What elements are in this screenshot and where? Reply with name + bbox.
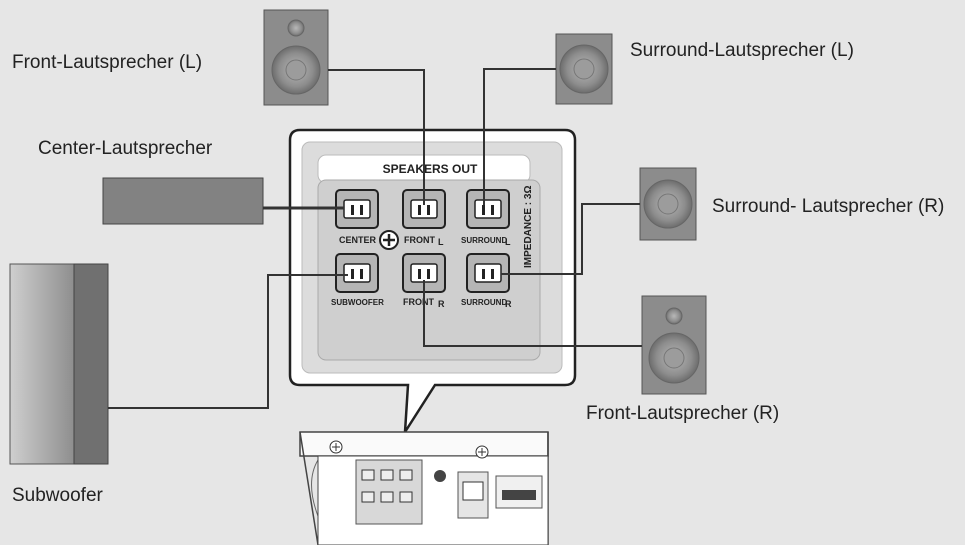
front-right-speaker — [641, 295, 707, 395]
speaker-wires — [108, 68, 642, 409]
terminal-surround-left — [466, 189, 510, 229]
terminal-side-front-r: R — [438, 299, 445, 309]
terminal-subwoofer — [335, 253, 379, 293]
subwoofer-unit — [9, 263, 109, 465]
terminal-side-surround-l: L — [505, 237, 511, 247]
wire-surround-right — [501, 203, 640, 275]
center-speaker-label: Center-Lautsprecher — [38, 138, 213, 159]
terminal-label-surround-l: SURROUND — [461, 236, 507, 245]
terminal-label-front-r: FRONT — [403, 297, 434, 307]
wire-front-left — [328, 69, 425, 205]
terminal-side-front-l: L — [438, 237, 444, 247]
terminal-label-front-l: FRONT — [404, 235, 435, 245]
wire-front-right — [423, 280, 642, 347]
surround-left-speaker-label: Surround-Lautsprecher (L) — [630, 40, 854, 61]
terminal-label-subwoofer: SUBWOOFER — [331, 298, 384, 307]
wire-surround-left — [483, 68, 556, 205]
surround-left-speaker — [555, 33, 613, 105]
terminal-center — [335, 189, 379, 229]
front-right-speaker-label: Front-Lautsprecher (R) — [586, 403, 780, 424]
surround-right-speaker — [639, 167, 697, 241]
terminal-front-right — [402, 253, 446, 293]
front-left-speaker — [263, 9, 329, 106]
speakers-out-title: SPEAKERS OUT — [383, 162, 478, 176]
terminal-label-surround-r: SURROUND — [461, 298, 507, 307]
impedance-label: IMPEDANCE : 3Ω — [523, 186, 534, 268]
center-speaker — [102, 177, 264, 225]
wire-subwoofer — [108, 274, 348, 409]
plus-icon — [379, 230, 399, 250]
terminal-side-surround-r: R — [505, 299, 512, 309]
receiver-unit — [299, 431, 549, 545]
front-left-speaker-label: Front-Lautsprecher (L) — [12, 52, 203, 73]
subwoofer-label: Subwoofer — [12, 485, 103, 506]
terminal-label-center: CENTER — [339, 235, 377, 245]
surround-right-speaker-label: Surround- Lautsprecher (R) — [712, 196, 945, 217]
